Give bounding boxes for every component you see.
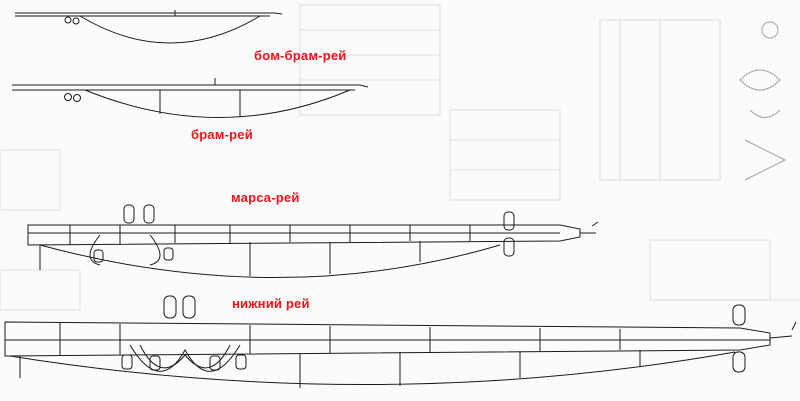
label-topsail-yard: марса-рей <box>231 190 300 205</box>
royal-yard-drawing <box>15 10 283 44</box>
topgallant-yard-drawing <box>12 78 369 118</box>
label-royal-yard: бом-брам-рей <box>254 48 347 63</box>
background-sketch <box>0 4 800 311</box>
label-topgallant-yard: брам-рей <box>191 127 253 142</box>
lower-yard-drawing <box>4 295 797 388</box>
topsail-yard-drawing <box>27 204 599 278</box>
ornament-icon <box>739 21 787 181</box>
label-lower-yard: нижний рей <box>232 296 310 311</box>
